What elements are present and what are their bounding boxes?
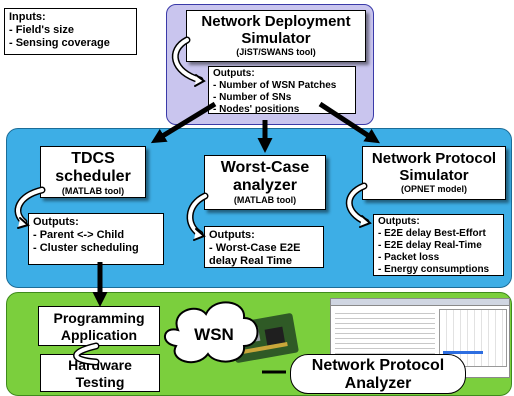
- deployment-title: Network Deployment: [201, 13, 351, 30]
- deployment-title: Simulator: [241, 30, 311, 47]
- output-item: - E2E delay Best-Effort: [378, 228, 486, 239]
- tdcs-title: scheduler: [55, 168, 131, 185]
- output-item: - Number of SNs: [213, 92, 292, 103]
- protocol-simulator-outputs-box: Outputs: - E2E delay Best-Effort - E2E d…: [373, 214, 504, 276]
- hardware-label: Testing: [75, 374, 125, 390]
- wsn-cloud: [164, 301, 259, 364]
- protocol-simulator-title: Network Protocol: [371, 150, 497, 167]
- input-item: - Sensing coverage: [9, 37, 110, 49]
- worst-case-title: analyzer: [232, 177, 298, 194]
- worst-case-title: Worst-Case: [220, 159, 310, 176]
- output-item: - E2E delay Real-Time: [378, 240, 482, 251]
- output-item: - Packet loss: [378, 252, 440, 263]
- tdcs-outputs-box: Outputs: - Parent <-> Child - Cluster sc…: [28, 213, 164, 265]
- deployment-outputs-box: Outputs: - Number of WSN Patches - Numbe…: [208, 66, 356, 115]
- deployment-tool: (JiST/SWANS tool): [236, 47, 316, 57]
- deployment-simulator-box: Network Deployment Simulator (JiST/SWANS…: [186, 10, 366, 62]
- inputs-box: Inputs: - Field's size - Sensing coverag…: [4, 8, 137, 55]
- programming-label: Programming: [53, 310, 145, 326]
- worst-case-outputs-box: Outputs: - Worst-Case E2E delay Real Tim…: [204, 226, 324, 268]
- tdcs-scheduler-box: TDCS scheduler (MATLAB tool): [40, 146, 146, 198]
- output-item: delay Real Time: [209, 255, 292, 267]
- tdcs-title: TDCS: [71, 150, 115, 167]
- output-item: - Energy consumptions: [378, 264, 490, 275]
- programming-label: Application: [60, 327, 138, 343]
- protocol-simulator-box: Network Protocol Simulator (OPNET model): [362, 146, 506, 200]
- wsn-label: WSN: [194, 325, 234, 344]
- output-item: - Worst-Case E2E: [209, 242, 301, 254]
- output-item: - Nodes' positions: [213, 104, 300, 115]
- input-item: - Field's size: [9, 24, 74, 36]
- outputs-title: Outputs:: [209, 229, 255, 241]
- inputs-title: Inputs:: [9, 11, 46, 23]
- outputs-title: Outputs:: [378, 216, 420, 227]
- output-item: - Cluster scheduling: [33, 242, 139, 254]
- outputs-title: Outputs:: [213, 68, 255, 79]
- output-item: - Parent <-> Child: [33, 229, 125, 241]
- output-item: - Number of WSN Patches: [213, 80, 337, 91]
- network-protocol-analyzer-box: Network Protocol Analyzer: [290, 354, 466, 394]
- tdcs-tool: (MATLAB tool): [61, 186, 125, 196]
- protocol-simulator-tool: (OPNET model): [400, 184, 467, 194]
- analyzer-label: Analyzer: [344, 375, 412, 392]
- protocol-simulator-title: Simulator: [399, 167, 469, 184]
- worst-case-analyzer-box: Worst-Case analyzer (MATLAB tool): [204, 155, 326, 210]
- deployment-arrows: [92, 101, 381, 308]
- outputs-title: Outputs:: [33, 216, 79, 228]
- hardware-testing-box: Hardware Testing: [40, 354, 160, 392]
- curved-flow-arrows: [14, 36, 372, 366]
- worst-case-tool: (MATLAB tool): [233, 195, 297, 205]
- analyzer-label: Network Protocol: [311, 357, 445, 374]
